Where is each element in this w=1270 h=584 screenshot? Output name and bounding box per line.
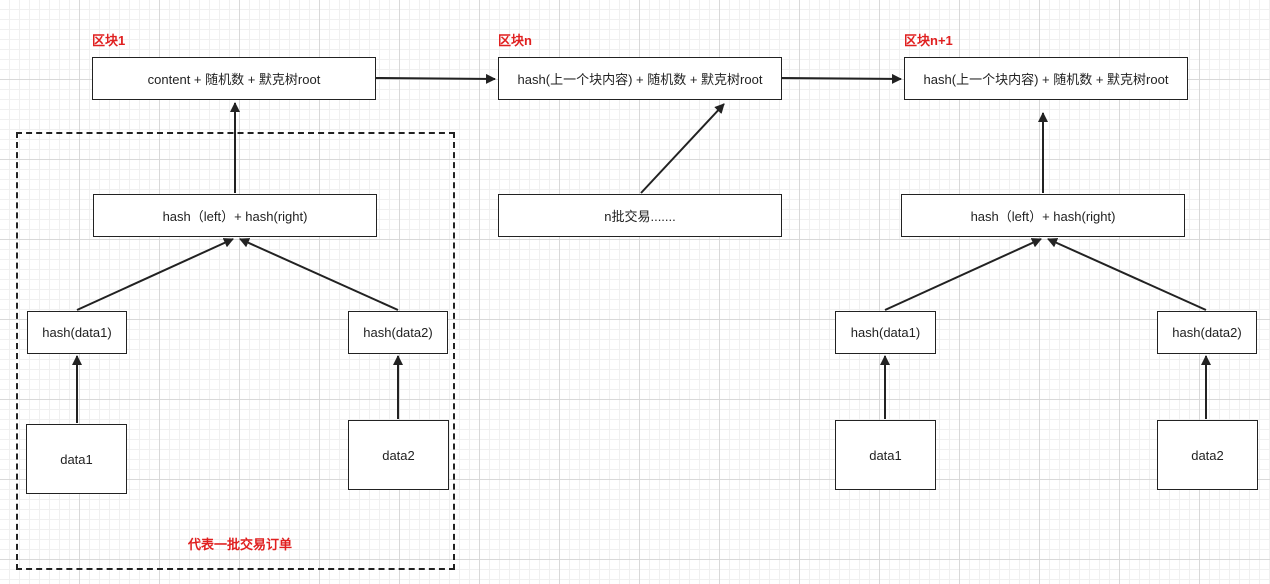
blockn1-header-node[interactable]: hash(上一个块内容) + 随机数 + 默克树root [904,57,1188,100]
edge-bn-tx-to-header [640,103,725,194]
blockn-label: 区块n [498,33,532,48]
blockn1-merkle-root-node[interactable]: hash（left）+ hash(right) [901,194,1185,237]
block1-merkle-root-node[interactable]: hash（left）+ hash(right) [93,194,377,237]
edge-b1-hd2-to-root [239,238,399,311]
blockn-header-node[interactable]: hash(上一个块内容) + 随机数 + 默克树root [498,57,782,100]
blockn1-hash-data1-node[interactable]: hash(data1) [835,311,936,354]
blockn1-hash-data2-node[interactable]: hash(data2) [1157,311,1257,354]
batch-orders-label: 代表一批交易订单 [188,537,293,552]
edge-bn-to-bn1 [781,73,902,84]
edge-bn1-hd2-to-root [1047,238,1207,311]
block1-hash-data1-node[interactable]: hash(data1) [27,311,127,354]
blockn-transactions-node[interactable]: n批交易....... [498,194,782,237]
block1-data1-node[interactable]: data1 [26,424,127,494]
edge-bn1-hd1-to-root [884,238,1042,311]
blockn1-label: 区块n+1 [904,33,953,48]
block1-data2-node[interactable]: data2 [348,420,449,490]
edge-b1-hd1-to-root [76,238,234,311]
block1-header-node[interactable]: content + 随机数 + 默克树root [92,57,376,100]
blockn1-data1-node[interactable]: data1 [835,420,936,490]
block1-hash-data2-node[interactable]: hash(data2) [348,311,448,354]
blockn1-data2-node[interactable]: data2 [1157,420,1258,490]
block1-label: 区块1 [92,33,126,48]
edge-b1-to-bn [375,73,496,84]
